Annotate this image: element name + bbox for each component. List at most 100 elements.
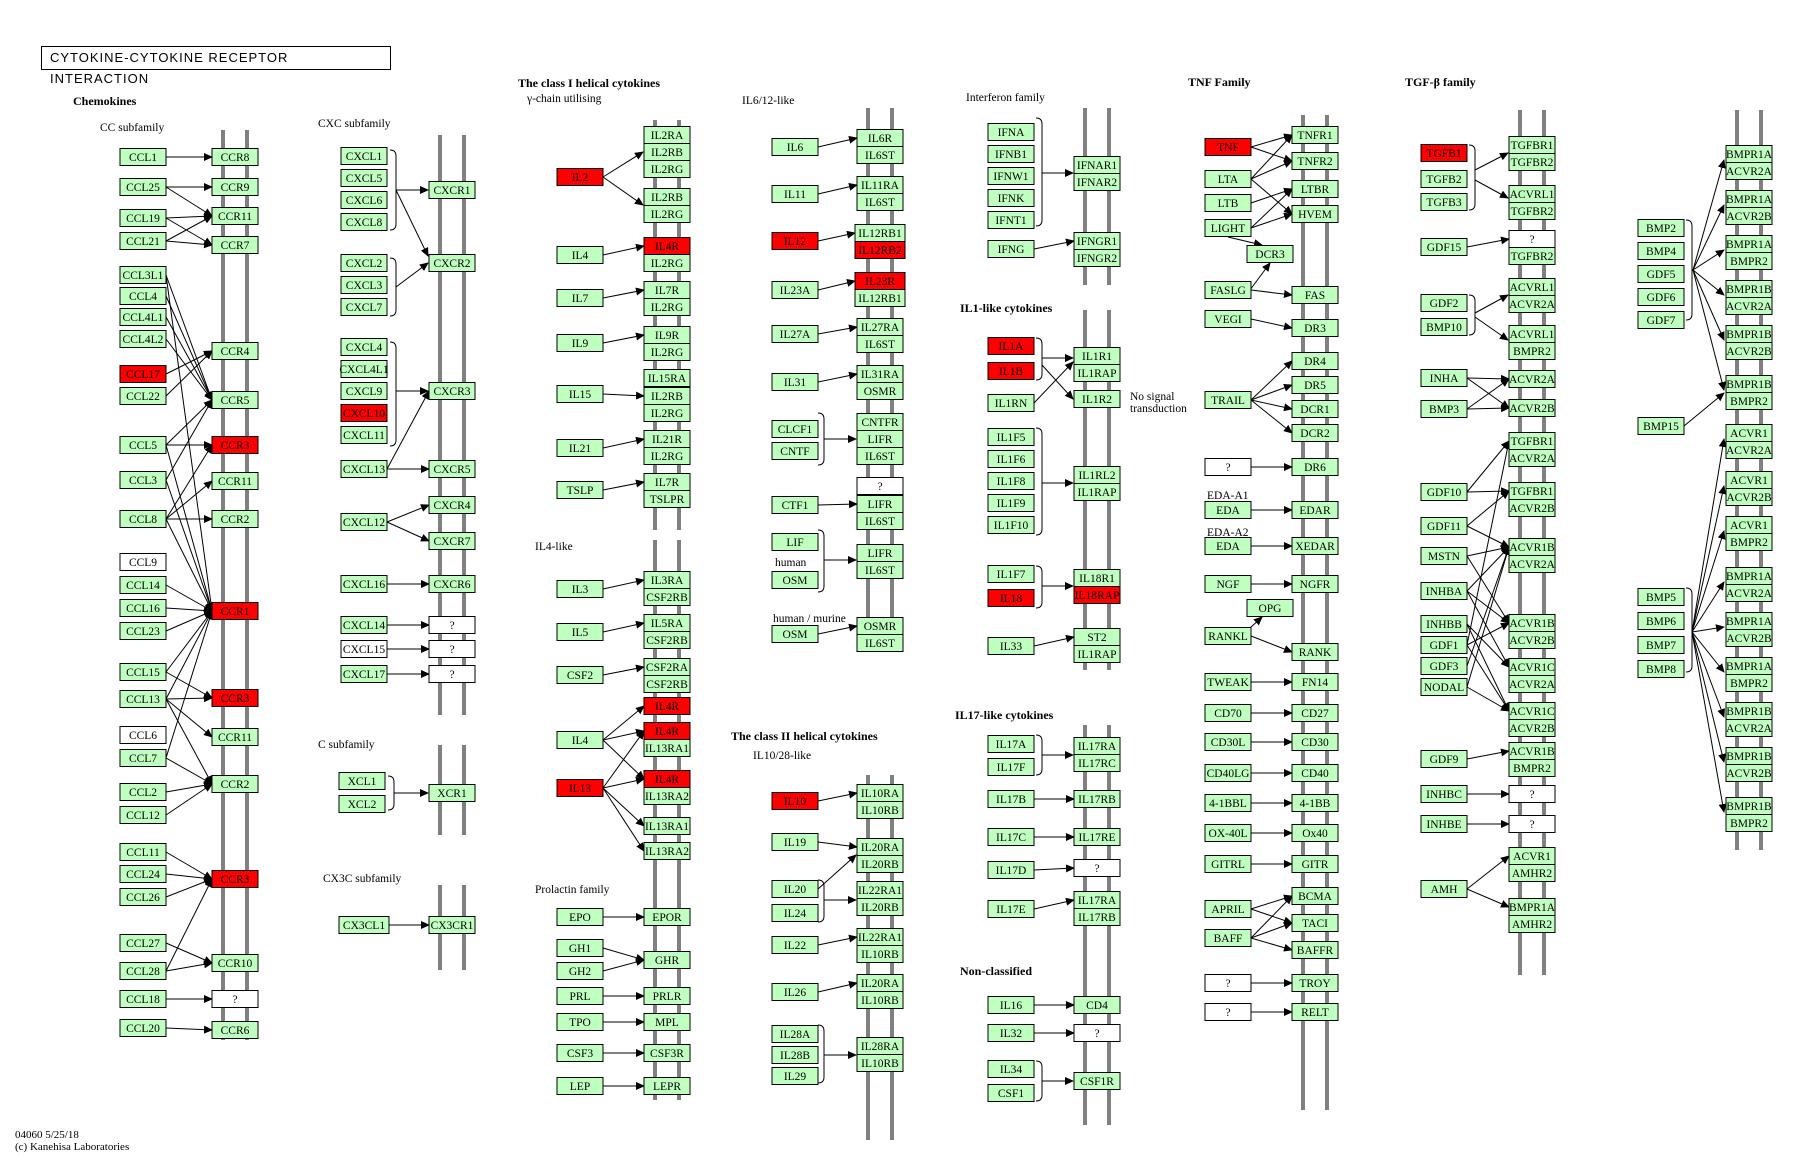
gene-node-b11b[interactable]: ACVR2B	[1725, 629, 1773, 647]
gene-node-ox-40l[interactable]: OX-40L	[1204, 824, 1252, 842]
gene-node-il6stct[interactable]: IL6ST	[856, 512, 904, 530]
gene-node-lta[interactable]: LTA	[1204, 170, 1252, 188]
gene-node-il21r[interactable]: IL21R	[643, 430, 691, 448]
gene-node-csf1r[interactable]: CSF1R	[1073, 1072, 1121, 1090]
gene-node-gdf7[interactable]: GDF7	[1637, 311, 1685, 329]
gene-node-mstn[interactable]: MSTN	[1420, 547, 1468, 565]
gene-node-dr3[interactable]: DR3	[1291, 319, 1339, 337]
gene-node-cntf[interactable]: CNTF	[771, 442, 819, 460]
gene-node-tnfr1[interactable]: TNFR1	[1291, 126, 1339, 144]
gene-node-ccl9[interactable]: CCL9	[119, 553, 167, 571]
gene-node-baffr[interactable]: BAFFR	[1291, 941, 1339, 959]
gene-node-il31[interactable]: IL31	[771, 373, 819, 391]
gene-node-tgfb3[interactable]: TGFB3	[1420, 193, 1468, 211]
gene-node-il1rapc[interactable]: IL1RAP	[1073, 645, 1121, 663]
gene-node-ccl15[interactable]: CCL15	[119, 663, 167, 681]
gene-node-cntfr[interactable]: CNTFR	[856, 413, 904, 431]
gene-node-b7[interactable]: ACVR1	[1725, 424, 1773, 442]
gene-node-ccl17[interactable]: CCL17	[119, 365, 167, 383]
gene-node-gdf10[interactable]: GDF10	[1420, 483, 1468, 501]
gene-node-il2rg4[interactable]: IL2RG	[643, 254, 691, 272]
gene-node-csf2ra[interactable]: CSF2RA	[643, 658, 691, 676]
gene-node-acvr2ab[interactable]: ACVR2A	[1508, 370, 1556, 388]
gene-node-ifng[interactable]: IFNG	[987, 240, 1035, 258]
gene-node-il6st27[interactable]: IL6ST	[856, 335, 904, 353]
gene-node-ifnw1[interactable]: IFNW1	[987, 167, 1035, 185]
gene-node-cxcl2[interactable]: CXCL2	[340, 254, 388, 272]
gene-node-il2rb15[interactable]: IL2RB	[643, 387, 691, 405]
gene-node-acvr2ad[interactable]: ACVR2A	[1508, 555, 1556, 573]
gene-node-gitrl[interactable]: GITRL	[1204, 855, 1252, 873]
gene-node-il5[interactable]: IL5	[556, 623, 604, 641]
gene-node-fas[interactable]: FAS	[1291, 286, 1339, 304]
gene-node-trail[interactable]: TRAIL	[1204, 391, 1252, 409]
gene-node-b5[interactable]: BMPR1B	[1725, 325, 1773, 343]
gene-node-il1rapb[interactable]: IL1RAP	[1073, 483, 1121, 501]
gene-node-ctfq[interactable]: ?	[856, 477, 904, 495]
gene-node-acvr1cb[interactable]: ACVR1C	[1508, 702, 1556, 720]
gene-node-il13ra1b[interactable]: IL13RA1	[643, 817, 691, 835]
gene-node-il10rb[interactable]: IL10RB	[856, 801, 904, 819]
gene-node-lepr[interactable]: LEPR	[643, 1077, 691, 1095]
gene-node-ccl5[interactable]: CCL5	[119, 436, 167, 454]
gene-node-il11[interactable]: IL11	[771, 185, 819, 203]
gene-node-osm[interactable]: OSM	[771, 571, 819, 589]
gene-node-bmpr1a[interactable]: BMPR1A	[1508, 898, 1556, 916]
gene-node-cxcl17[interactable]: CXCL17	[340, 665, 388, 683]
gene-node-b8[interactable]: ACVR1	[1725, 471, 1773, 489]
gene-node-ccl4l2[interactable]: CCL4L2	[119, 330, 167, 348]
gene-node-acvrl1[interactable]: ACVRL1	[1508, 185, 1556, 203]
gene-node-lep[interactable]: LEP	[556, 1077, 604, 1095]
gene-node-dcr1[interactable]: DCR1	[1291, 400, 1339, 418]
gene-node-b3[interactable]: BMPR1A	[1725, 235, 1773, 253]
gene-node-troy[interactable]: TROY	[1291, 974, 1339, 992]
gene-node-tnfq[interactable]: ?	[1204, 458, 1252, 476]
gene-node-il19[interactable]: IL19	[771, 833, 819, 851]
gene-node-il4b[interactable]: IL4	[556, 731, 604, 749]
gene-node-xcl1[interactable]: XCL1	[338, 772, 386, 790]
gene-node-il2rg15[interactable]: IL2RG	[643, 404, 691, 422]
gene-node-prl[interactable]: PRL	[556, 987, 604, 1005]
gene-node-il1r2[interactable]: IL1R2	[1073, 390, 1121, 408]
gene-node-ccl19[interactable]: CCL19	[119, 209, 167, 227]
gene-node-b15[interactable]: BMPR1B	[1725, 797, 1773, 815]
gene-node-st2[interactable]: ST2	[1073, 628, 1121, 646]
gene-node-ifngr1[interactable]: IFNGR1	[1073, 232, 1121, 250]
gene-node-opg[interactable]: OPG	[1246, 599, 1294, 617]
gene-node-il9[interactable]: IL9	[556, 334, 604, 352]
gene-node-csf1[interactable]: CSF1	[987, 1084, 1035, 1102]
gene-node-tpo[interactable]: TPO	[556, 1013, 604, 1031]
gene-node-il13ra2[interactable]: IL13RA2	[643, 787, 691, 805]
gene-node-il17ra[interactable]: IL17RA	[1073, 737, 1121, 755]
gene-node-ccl1[interactable]: CCL1	[119, 148, 167, 166]
gene-node-gdf3[interactable]: GDF3	[1420, 657, 1468, 675]
gene-node-ccr1[interactable]: CCR1	[211, 602, 259, 620]
gene-node-bmp15[interactable]: BMP15	[1637, 417, 1685, 435]
gene-node-april[interactable]: APRIL	[1204, 900, 1252, 918]
gene-node-il17f[interactable]: IL17F	[987, 758, 1035, 776]
gene-node-il20rab[interactable]: IL20RA	[856, 974, 904, 992]
gene-node-il6st11[interactable]: IL6ST	[856, 193, 904, 211]
gene-node-gdf11[interactable]: GDF11	[1420, 517, 1468, 535]
gene-node-osmrb[interactable]: OSMR	[856, 617, 904, 635]
gene-node-tgfbr1b[interactable]: TGFBR1	[1508, 432, 1556, 450]
gene-node-tnf[interactable]: TNF	[1204, 138, 1252, 156]
gene-node-acvr2bc[interactable]: ACVR2B	[1508, 631, 1556, 649]
gene-node-ifnt1[interactable]: IFNT1	[987, 211, 1035, 229]
gene-node-cd40lg[interactable]: CD40LG	[1204, 764, 1252, 782]
gene-node-il1f8[interactable]: IL1F8	[987, 472, 1035, 490]
gene-node-ccr6[interactable]: CCR6	[211, 1021, 259, 1039]
gene-node-cxcr2[interactable]: CXCR2	[428, 254, 476, 272]
gene-node-acvr1bc[interactable]: ACVR1B	[1508, 742, 1556, 760]
gene-node-cd30l[interactable]: CD30L	[1204, 733, 1252, 751]
gene-node-rankl[interactable]: RANKL	[1204, 627, 1252, 645]
gene-node-bmp8[interactable]: BMP8	[1637, 660, 1685, 678]
gene-node-ifnb1[interactable]: IFNB1	[987, 145, 1035, 163]
gene-node-xcr1[interactable]: XCR1	[428, 784, 476, 802]
gene-node-b6b[interactable]: BMPR2	[1725, 392, 1773, 410]
gene-node-acvr2bb[interactable]: ACVR2B	[1508, 499, 1556, 517]
gene-node-bmp6[interactable]: BMP6	[1637, 612, 1685, 630]
gene-node-il23r[interactable]: IL23R	[854, 272, 906, 290]
gene-node-nodal[interactable]: NODAL	[1420, 678, 1468, 696]
gene-node-il10rbb[interactable]: IL10RB	[856, 945, 904, 963]
